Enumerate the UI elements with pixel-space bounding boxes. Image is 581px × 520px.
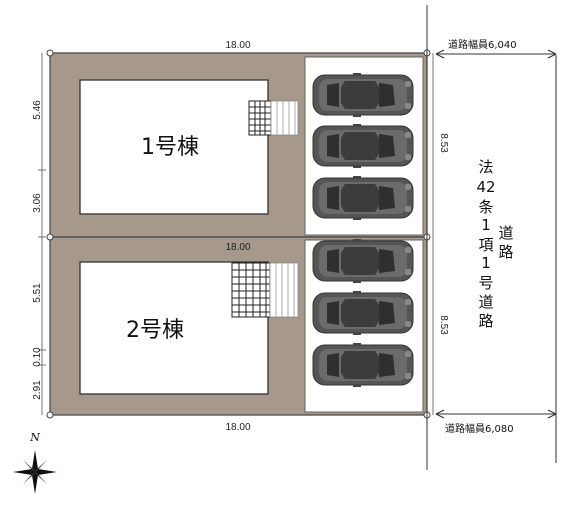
dimension-lines: [38, 53, 434, 415]
car-icon: [312, 342, 414, 388]
building-1-label: 1号棟: [141, 135, 199, 160]
car-icon: [312, 290, 414, 336]
stairs-icon: [248, 100, 299, 136]
road: [426, 5, 557, 470]
lot-2: 2号棟: [49, 236, 428, 416]
car-icon: [312, 175, 414, 221]
road-label-col1-3: 1: [481, 216, 491, 234]
building-1: [79, 79, 269, 215]
road-label-col2-0: 道: [498, 224, 513, 242]
north-label: N: [29, 431, 40, 444]
lot-2-parking-dim: 8.53: [438, 315, 449, 335]
road-label-col1-5: 1: [481, 254, 491, 272]
road-label-col1-1: 42: [476, 178, 495, 196]
road-width-top: 道路幅員6,040: [448, 38, 517, 51]
road-width-bottom: 道路幅員6,080: [445, 422, 514, 435]
lot-2-depth-upper-dim: 5.51: [32, 283, 43, 303]
road-label: 法 42 条 1 項 1 号 道 路 道 路: [476, 158, 513, 330]
car-icon: [312, 72, 414, 118]
building-2-label: 2号棟: [126, 318, 184, 343]
lot-1-parking-dim: 8.53: [438, 133, 449, 153]
north-arrow-icon: [13, 450, 57, 494]
lot-2-width-dim: 18.00: [225, 242, 250, 253]
car-icon: [312, 123, 414, 169]
bottom-width-dim: 18.00: [225, 422, 250, 433]
road-label-col1-8: 路: [478, 312, 493, 330]
stairs-icon: [231, 262, 299, 318]
road-label-col1-7: 道: [478, 293, 493, 311]
lot-1: 1号棟: [49, 52, 428, 238]
lot-2-depth-mid-dim: 0.10: [32, 347, 43, 367]
lot-1-depth-lower-dim: 3.06: [32, 193, 43, 213]
car-icon: [312, 238, 414, 284]
road-label-col2-1: 路: [498, 243, 513, 261]
lot-1-depth-upper-dim: 5.46: [32, 100, 43, 120]
road-label-col1-4: 項: [478, 236, 493, 254]
road-label-col1-2: 条: [478, 198, 493, 216]
road-label-col1-0: 法: [478, 158, 493, 176]
road-label-col1-6: 号: [478, 274, 493, 292]
lot-2-depth-lower-dim: 2.91: [32, 380, 43, 400]
boundary-markers: [46, 49, 431, 419]
lot-1-width-dim: 18.00: [225, 40, 250, 51]
